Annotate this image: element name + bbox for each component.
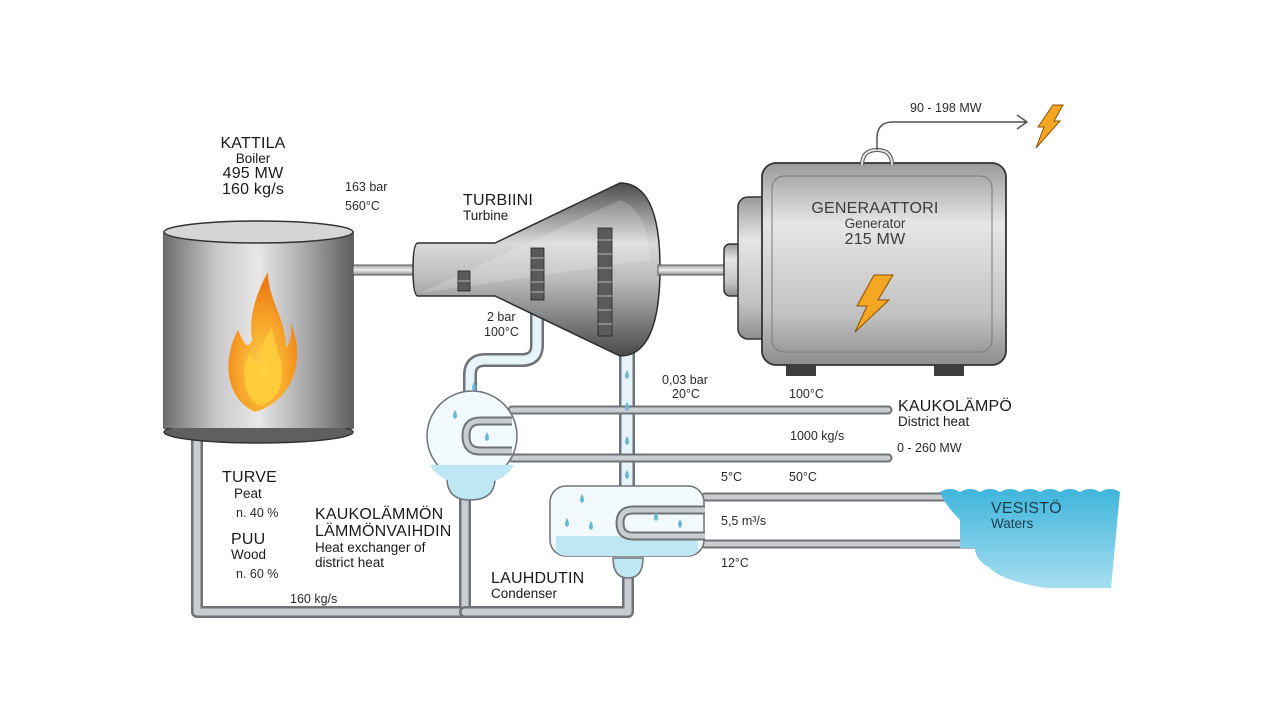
boiler-flow: 160 kg/s — [221, 181, 285, 198]
peat-share: n. 40 % — [236, 506, 279, 520]
cooling-inlet-temp: 5°C — [721, 470, 742, 484]
district-supply-temp: 100°C — [789, 387, 824, 401]
cooling-outlet-temp: 50°C — [789, 470, 817, 484]
flame-icon — [228, 272, 298, 412]
cooling-water-flow: 5,5 m³/s — [721, 514, 767, 528]
peat-label: TURVE — [222, 469, 277, 486]
water-droplets — [453, 370, 682, 530]
district-heat-title: KAUKOLÄMPÖ — [898, 398, 1013, 415]
boiler-power: 495 MW — [222, 165, 284, 182]
extraction-temperature: 100°C — [484, 325, 519, 339]
district-heat-flow: 1000 kg/s — [790, 429, 845, 443]
waters-title: VESISTÖ — [991, 500, 1062, 517]
cooling-return-temp: 12°C — [721, 556, 749, 570]
waters-subtitle: Waters — [991, 516, 1034, 531]
condenser-title: LAUHDUTIN — [491, 570, 585, 587]
main-steam-pipe — [352, 264, 419, 276]
wood-english: Wood — [231, 547, 267, 562]
power-output-arrow — [876, 121, 1026, 150]
wood-label: PUU — [231, 531, 266, 548]
steam-pressure: 163 bar — [345, 180, 388, 194]
turbine-title: TURBIINI — [463, 192, 534, 209]
boiler-title: KATTILA — [220, 135, 286, 152]
peat-english: Peat — [234, 486, 262, 501]
district-heat-power: 0 - 260 MW — [897, 441, 962, 455]
district-heat-exchanger — [426, 390, 518, 501]
generator-subtitle: Generator — [844, 216, 906, 231]
generator-power: 215 MW — [844, 231, 906, 248]
condenser-subtitle: Condenser — [491, 586, 558, 601]
heat-exchanger-title-1: KAUKOLÄMMÖN — [315, 506, 444, 523]
steam-temperature: 560°C — [345, 199, 380, 213]
turbine-body — [412, 182, 661, 357]
condenser-unit — [549, 485, 705, 579]
boiler-subtitle: Boiler — [235, 151, 271, 166]
exhaust-temperature: 20°C — [672, 387, 700, 401]
district-heat-subtitle: District heat — [898, 414, 970, 429]
exhaust-pressure: 0,03 bar — [662, 373, 708, 387]
lightning-bolt-icon — [1035, 104, 1064, 149]
heat-exchanger-subtitle-2: district heat — [315, 555, 385, 570]
generator-title: GENERAATTORI — [811, 200, 939, 217]
wood-share: n. 60 % — [236, 567, 279, 581]
lake-shape — [940, 489, 1120, 588]
generator-body — [723, 147, 1007, 376]
extraction-pressure: 2 bar — [487, 310, 516, 324]
electric-output-range: 90 - 198 MW — [910, 101, 982, 115]
generator-bolt-icon — [854, 274, 894, 333]
heat-exchanger-title-2: LÄMMÖNVAIHDIN — [315, 523, 452, 540]
turbine-shaft — [657, 264, 727, 276]
heat-exchanger-subtitle-1: Heat exchanger of — [315, 540, 426, 555]
turbine-subtitle: Turbine — [463, 208, 509, 223]
feedwater-flow: 160 kg/s — [290, 592, 338, 606]
